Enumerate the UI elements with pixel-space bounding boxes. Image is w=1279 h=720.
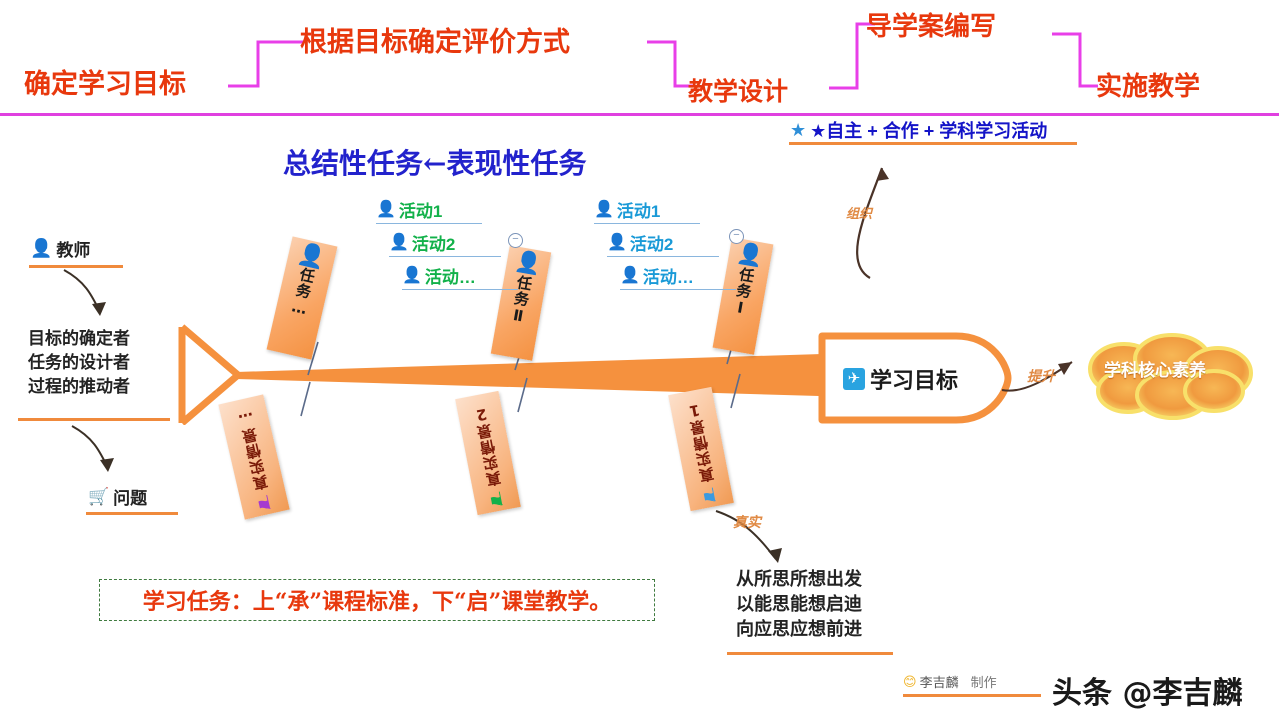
activity-list-task-2: 👤 活动1 👤 活动2 👤 活动… — [376, 197, 518, 290]
teacher-duty-2: 过程的推动者 — [28, 377, 130, 396]
task-card-0-label: 任务… — [288, 265, 318, 320]
problem-label: 问题 — [113, 489, 148, 508]
header-bracket-4 — [1052, 32, 1098, 88]
poem-line-2: 向应思应想前进 — [736, 619, 862, 639]
goal-label-group[interactable]: ✈ 学习目标 — [843, 363, 958, 395]
activity-item[interactable]: 👤 活动2 — [389, 230, 501, 257]
airplane-icon: ✈ — [843, 368, 865, 390]
footer-made-by: 制作 — [970, 675, 997, 690]
header-divider — [0, 113, 1279, 116]
watermark: 头条 @李吉麟 — [1052, 676, 1243, 711]
activity-formula-underline — [789, 142, 1077, 145]
flag-icon: ⚑ — [486, 485, 508, 510]
improve-label: 提升 — [1027, 368, 1055, 384]
header-step-4: 导学案编写 — [866, 12, 997, 42]
header-bracket-1 — [228, 40, 304, 88]
star-icon: ★ — [790, 119, 807, 140]
activity-label: 活动2 — [629, 235, 674, 254]
person-icon: 👤 — [607, 233, 627, 251]
goal-label: 学习目标 — [870, 368, 959, 393]
activity-label: 活动1 — [398, 202, 443, 221]
teacher-underline — [29, 265, 123, 268]
core-literacy-label: 学科核心素养 — [1104, 361, 1206, 380]
real-connector — [715, 510, 782, 563]
header-bracket-2 — [647, 40, 693, 88]
person-icon: 👤 — [402, 266, 422, 284]
person-icon: 👤 — [389, 233, 409, 251]
activity-label: 活动1 — [616, 202, 661, 221]
activity-formula-text: ★自主 + 合作 + 学科学习活动 — [810, 121, 1048, 141]
collapse-icon-task-1[interactable]: − — [729, 229, 744, 244]
teacher-duties-underline — [18, 418, 170, 421]
flag-icon: ⚑ — [699, 481, 721, 506]
activity-item[interactable]: 👤 活动… — [620, 263, 736, 290]
duties-to-problem-arrow — [71, 425, 114, 472]
scenario-card-0-label: 真实情景… — [234, 407, 271, 493]
collapse-icon-task-2[interactable]: − — [508, 233, 523, 248]
organize-connector — [856, 167, 889, 279]
footer-underline — [903, 694, 1041, 697]
activity-item[interactable]: 👤 活动1 — [376, 197, 482, 224]
learning-task-note: 学习任务：上“承”课程标准，下“启”课堂教学。 — [99, 579, 655, 621]
learning-task-note-text: 学习任务：上“承”课程标准，下“启”课堂教学。 — [142, 589, 612, 615]
goal-shape — [818, 332, 1012, 424]
activity-list-task-1: 👤 活动1 👤 活动2 👤 活动… — [594, 197, 736, 290]
teacher-label: 教师 — [56, 241, 91, 260]
improve-connector — [1001, 361, 1073, 392]
scenario-card-2-label: 真实情景1 — [683, 399, 717, 484]
footer-author: 李吉麟 — [919, 675, 959, 690]
activity-label: 活动… — [424, 268, 476, 287]
person-icon: 👤 — [735, 241, 766, 269]
problem-row: 🛒 问题 — [88, 484, 147, 509]
fishbone-spine — [178, 324, 854, 425]
cart-icon: 🛒 — [88, 486, 110, 506]
core-literacy-cloud — [1088, 333, 1253, 420]
poem-line-0: 从所思所想出发 — [736, 569, 862, 589]
person-icon: 👤 — [620, 266, 640, 284]
activity-label: 活动2 — [411, 235, 456, 254]
header-step-5: 实施教学 — [1096, 72, 1201, 102]
header-step-3: 教学设计 — [688, 77, 789, 106]
person-icon: 👤 — [30, 238, 53, 258]
poem-block: 从所思所想出发 以能思能想启迪 向应思应想前进 — [736, 567, 862, 642]
person-icon: 👤 — [594, 200, 614, 218]
teacher-duty-0: 目标的确定者 — [28, 329, 130, 348]
smiley-icon: 😊 — [903, 673, 917, 689]
header-step-1: 确定学习目标 — [24, 69, 186, 100]
flag-icon: ⚑ — [253, 489, 275, 514]
activity-formula-banner: ★ ★自主 + 合作 + 学科学习活动 — [790, 117, 1047, 143]
teacher-duty-1: 任务的设计者 — [28, 353, 130, 372]
header-bracket-3 — [829, 22, 875, 90]
activity-item[interactable]: 👤 活动1 — [594, 197, 700, 224]
person-icon: 👤 — [376, 200, 396, 218]
teacher-to-duties-arrow — [63, 269, 106, 316]
problem-underline — [86, 512, 178, 515]
poem-underline — [727, 652, 893, 655]
teacher-header: 👤 教师 — [30, 236, 90, 261]
activity-item[interactable]: 👤 活动2 — [607, 230, 719, 257]
task-flow-title: 总结性任务←表现性任务 — [283, 147, 587, 180]
header-step-2: 根据目标确定评价方式 — [300, 27, 570, 58]
poem-line-1: 以能思能想启迪 — [736, 594, 862, 614]
activity-label: 活动… — [642, 268, 694, 287]
person-icon: 👤 — [295, 240, 328, 271]
scenario-card-1-label: 真实情景2 — [470, 403, 504, 488]
real-label: 真实 — [733, 514, 761, 530]
activity-item[interactable]: 👤 活动… — [402, 263, 518, 290]
organize-label: 组织 — [846, 206, 873, 221]
teacher-duties: 目标的确定者 任务的设计者 过程的推动者 — [28, 327, 130, 399]
footer-credit: 😊 李吉麟 制作 — [903, 672, 997, 691]
